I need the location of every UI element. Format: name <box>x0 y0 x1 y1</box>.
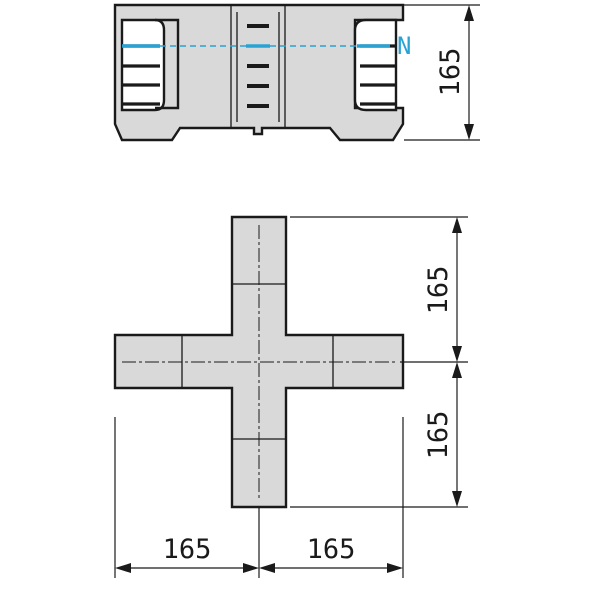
center-slot <box>247 84 269 88</box>
arrow-up <box>452 217 462 233</box>
arrow-down <box>452 346 462 362</box>
lower-arm-dimension-label: 165 <box>423 411 454 460</box>
side-view-body <box>113 3 405 142</box>
arrow-up <box>452 362 462 378</box>
arrow-right <box>387 563 403 573</box>
arrow-right <box>243 563 259 573</box>
upper-arm-dimension-label: 165 <box>423 266 454 315</box>
side-view: N 165 <box>113 3 480 142</box>
top-view: 165 165 165 165 <box>113 215 468 578</box>
center-slot <box>247 64 269 68</box>
left-arm-dimension-label: 165 <box>163 534 212 565</box>
center-slot <box>247 24 269 28</box>
arrow-down <box>464 124 474 140</box>
left-comb-frame <box>155 18 180 110</box>
arrow-left <box>115 563 131 573</box>
cross-outline <box>113 215 405 509</box>
arrow-down <box>452 491 462 507</box>
height-dimension-label: 165 <box>435 48 466 97</box>
arrow-up <box>464 5 474 21</box>
center-column <box>230 5 286 128</box>
center-slot <box>247 104 269 108</box>
neutral-label: N <box>397 32 411 60</box>
arrow-left <box>259 563 275 573</box>
right-arm-dimension-label: 165 <box>307 534 356 565</box>
